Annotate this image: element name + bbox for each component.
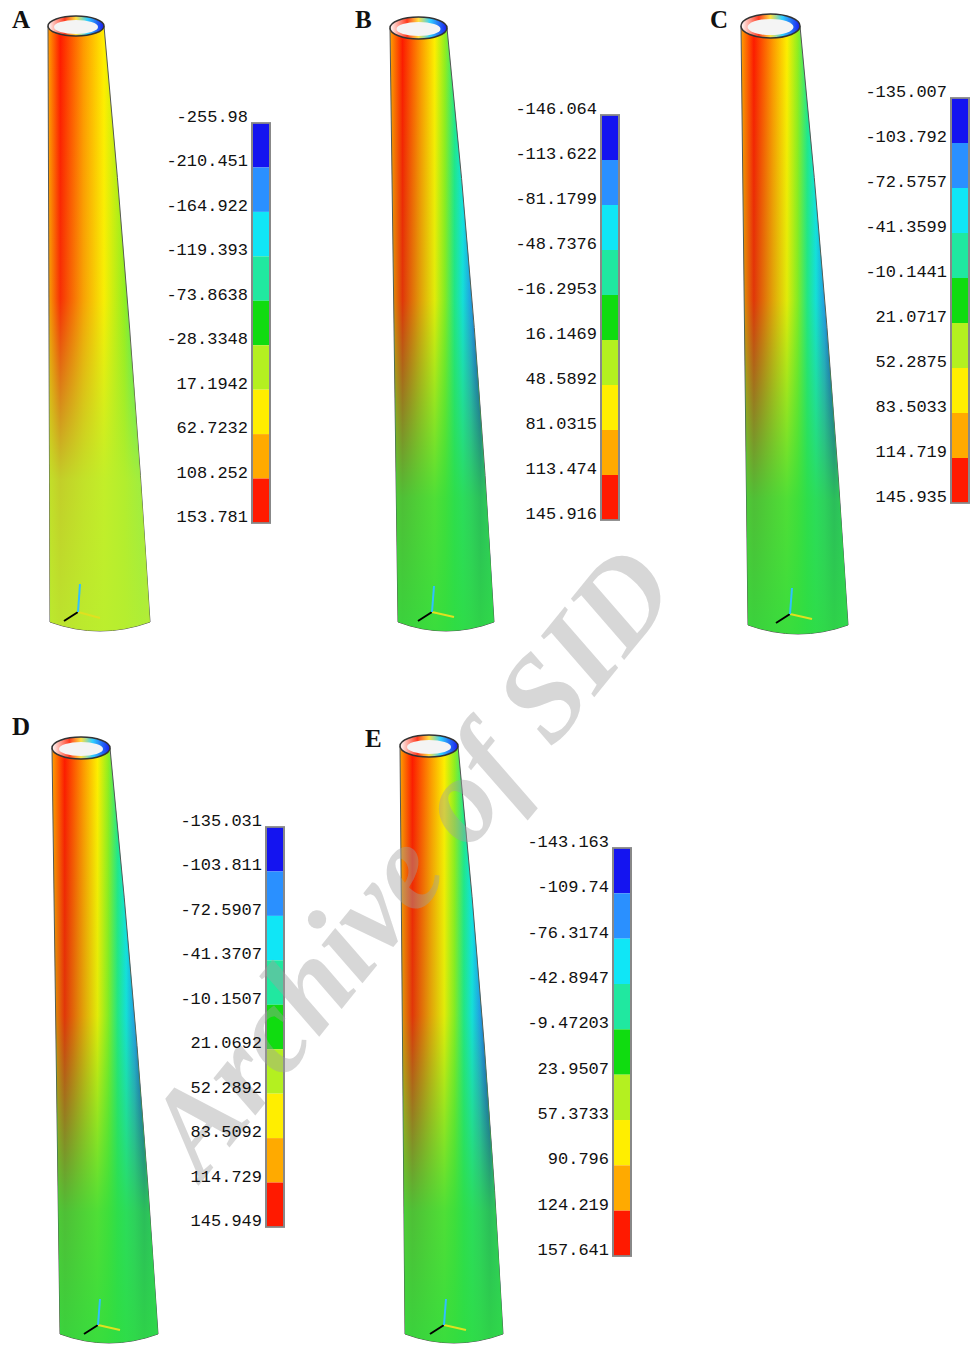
panel-letter: D [12, 713, 30, 741]
colorbar-value: -72.5757 [865, 173, 947, 193]
colorbar-value: 23.9507 [538, 1060, 609, 1080]
panel-letter: B [355, 6, 372, 34]
colorbar [252, 123, 270, 523]
colorbar-value: -103.811 [180, 856, 262, 876]
colorbar-value: 108.252 [177, 464, 248, 484]
colorbar [613, 848, 631, 1256]
colorbar-value: 124.219 [538, 1196, 609, 1216]
colorbar-value: 90.796 [548, 1150, 609, 1170]
colorbar-value: -41.3599 [865, 218, 947, 238]
colorbar-value: -41.3707 [180, 945, 262, 965]
colorbar-value: -103.792 [865, 128, 947, 148]
colorbar-value: -210.451 [166, 152, 248, 172]
colorbar-value: 52.2875 [876, 353, 947, 373]
colorbar-value: -73.8638 [166, 286, 248, 306]
colorbar-value: 157.641 [538, 1241, 609, 1261]
colorbar-value: -109.74 [538, 878, 609, 898]
colorbar-value: 83.5092 [191, 1123, 262, 1143]
colorbar-value: -16.2953 [515, 280, 597, 300]
colorbar-value: 16.1469 [526, 325, 597, 345]
colorbar-value: 57.3733 [538, 1105, 609, 1125]
colorbar-value: -146.064 [515, 100, 597, 120]
colorbar-value: 17.1942 [177, 375, 248, 395]
colorbar-value: 52.2892 [191, 1079, 262, 1099]
colorbar-value: 81.0315 [526, 415, 597, 435]
colorbar-value: -135.007 [865, 83, 947, 103]
colorbar-value: 114.719 [876, 443, 947, 463]
colorbar-value: 153.781 [177, 508, 248, 528]
panel-letter: E [365, 725, 382, 753]
colorbar-value: 145.916 [526, 505, 597, 525]
colorbar-value: 48.5892 [526, 370, 597, 390]
colorbar [951, 98, 969, 503]
colorbar-value: -76.3174 [527, 924, 609, 944]
colorbar-value: -10.1441 [865, 263, 947, 283]
colorbar-value: 113.474 [526, 460, 597, 480]
colorbar-value: -119.393 [166, 241, 248, 261]
colorbar-value: 83.5033 [876, 398, 947, 418]
colorbar-value: -28.3348 [166, 330, 248, 350]
colorbar-value: 21.0717 [876, 308, 947, 328]
colorbar-value: -113.622 [515, 145, 597, 165]
colorbar-value: -42.8947 [527, 969, 609, 989]
colorbar-value: 145.949 [191, 1212, 262, 1232]
tower-contour [48, 16, 150, 631]
colorbar-value: -255.98 [177, 108, 248, 128]
tower-contour [741, 14, 848, 634]
colorbar-value: 62.7232 [177, 419, 248, 439]
colorbar-value: -135.031 [180, 812, 262, 832]
colorbar-value: -72.5907 [180, 901, 262, 921]
colorbar-value: -143.163 [527, 833, 609, 853]
colorbar-value: -9.47203 [527, 1014, 609, 1034]
colorbar-value: 21.0692 [191, 1034, 262, 1054]
colorbar-value: -48.7376 [515, 235, 597, 255]
colorbar-value: -164.922 [166, 197, 248, 217]
tower-contour [52, 737, 158, 1343]
colorbar-value: 114.729 [191, 1168, 262, 1188]
colorbar-value: -81.1799 [515, 190, 597, 210]
colorbar [601, 115, 619, 520]
tower-contour [390, 17, 494, 631]
panel-letter: C [710, 6, 728, 34]
panel-letter: A [12, 6, 30, 34]
colorbar-value: 145.935 [876, 488, 947, 508]
colorbar-value: -10.1507 [180, 990, 262, 1010]
